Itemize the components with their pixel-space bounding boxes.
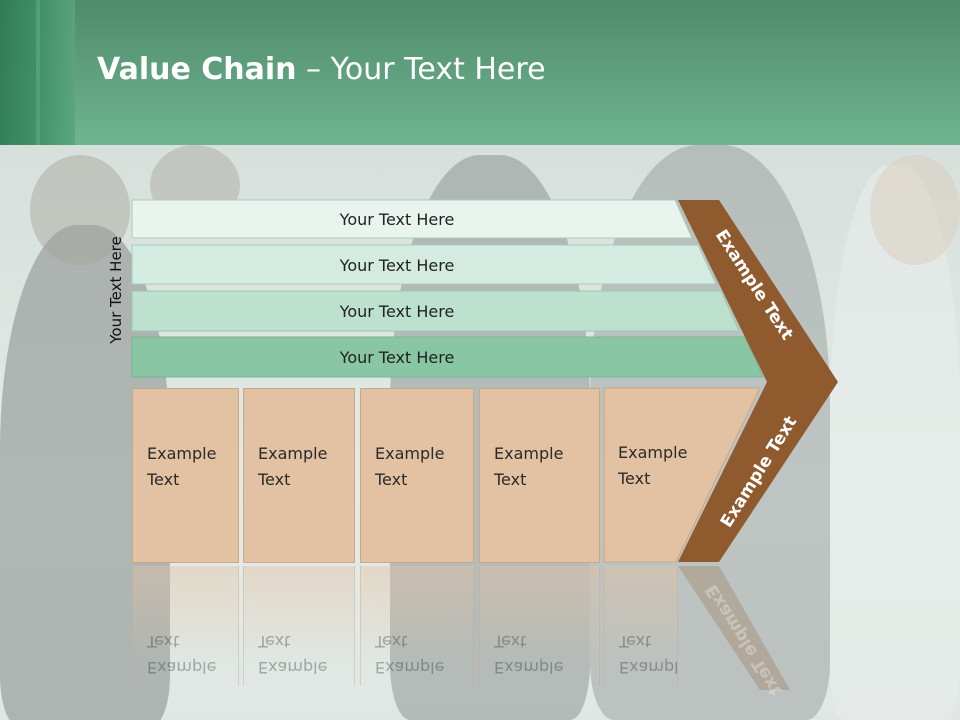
bar-4: Your Text Here: [132, 338, 692, 376]
chevron-reflection: [678, 566, 790, 690]
reflection-2-line1: Example: [258, 658, 328, 677]
box-reflection-2: Example Text: [243, 566, 355, 686]
chevron-shape: [678, 200, 838, 562]
bar-shape-3: [131, 290, 740, 332]
box-4-line2: Text: [494, 470, 527, 489]
bar-shape-2: [131, 244, 717, 285]
bar-1: Your Text Here: [132, 200, 692, 238]
box-reflection-3: Example Text: [360, 566, 474, 686]
title-rest: – Your Text Here: [296, 52, 546, 87]
background-person-head: [30, 155, 130, 265]
slide-header: Value Chain – Your Text Here: [0, 0, 960, 145]
background-person-head: [870, 155, 960, 265]
box-shape-5: [603, 387, 761, 563]
box-2-line2: Text: [258, 470, 291, 489]
box-2-line1: Example: [258, 444, 328, 463]
reflection-5-line2: Text: [619, 632, 652, 651]
box-reflection-4: Example Text: [479, 566, 600, 686]
box-1-line2: Text: [147, 470, 180, 489]
reflection-4-line2: Text: [494, 632, 527, 651]
reflection-3-line2: Text: [375, 632, 408, 651]
bar-2-label: Your Text Here: [339, 255, 455, 275]
box-reflection-5: Example Text: [604, 566, 678, 686]
reflection-1-line1: Example: [147, 658, 217, 677]
bar-2: Your Text Here: [132, 246, 692, 284]
activity-box-5: Example Text: [604, 388, 694, 563]
activity-box-3: Example Text: [360, 388, 474, 563]
header-accent-line: [36, 0, 40, 145]
box-3-line1: Example: [375, 444, 445, 463]
activity-box-1: Example Text: [132, 388, 239, 563]
box-reflection-1: Example Text: [132, 566, 239, 686]
box-3-line2: Text: [375, 470, 408, 489]
reflection-5-line1: Example: [619, 658, 677, 677]
box-4-line1: Example: [494, 444, 564, 463]
box-5-line2: Text: [618, 469, 651, 488]
bar-1-label: Your Text Here: [339, 209, 455, 229]
box-5-line1: Example: [618, 443, 688, 462]
bar-shape-4: [131, 336, 764, 378]
reflection-3-line1: Example: [375, 658, 445, 677]
activity-box-2: Example Text: [243, 388, 355, 563]
slide-title: Value Chain – Your Text Here: [97, 52, 546, 87]
activity-box-4: Example Text: [479, 388, 600, 563]
title-bold: Value Chain: [97, 52, 297, 87]
reflection-4-line1: Example: [494, 658, 564, 677]
bar-shape-1: [131, 199, 693, 239]
box-1-line1: Example: [147, 444, 217, 463]
bar-3-label: Your Text Here: [339, 301, 455, 321]
reflection-2-line2: Text: [258, 632, 291, 651]
bar-3: Your Text Here: [132, 292, 692, 330]
reflection-1-line2: Text: [147, 632, 180, 651]
bar-4-label: Your Text Here: [339, 347, 455, 367]
